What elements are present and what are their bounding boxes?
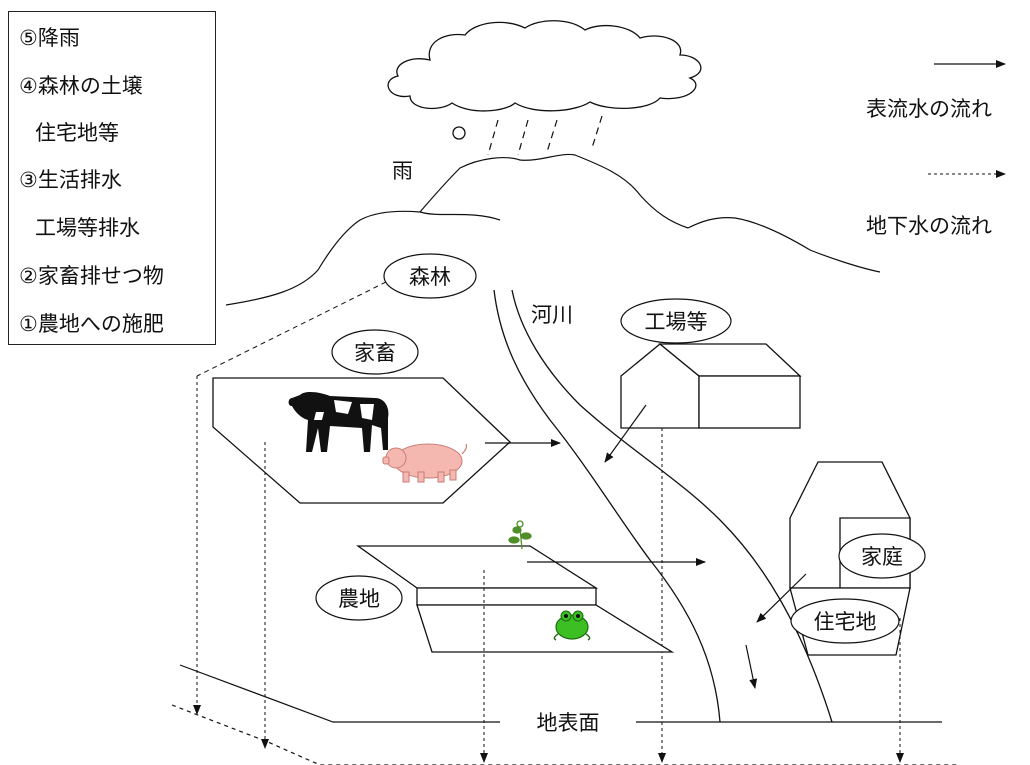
svg-text:森林: 森林	[409, 265, 451, 289]
rain-label: 雨	[392, 159, 413, 183]
svg-text:農地: 農地	[338, 587, 380, 611]
factory-building	[620, 343, 802, 429]
legend-item-fertilizer: ①農地への施肥	[19, 312, 164, 336]
legend-item-residential: 住宅地等	[35, 121, 119, 145]
river-label: 河川	[531, 303, 573, 327]
livestock-label: 家畜	[331, 329, 419, 375]
rain-streaks	[487, 115, 603, 156]
plant-icon	[508, 520, 532, 550]
svg-text:家畜: 家畜	[354, 341, 396, 365]
frog-icon	[553, 610, 591, 641]
ground-surface-label: 地表面	[537, 711, 600, 735]
cloud-icon	[387, 20, 702, 140]
svg-text:住宅地: 住宅地	[814, 610, 877, 634]
surface-flow-key-label: 表流水の流れ	[866, 97, 992, 121]
household-label: 家庭	[838, 533, 926, 579]
legend-item-domestic-wastewater: ③生活排水	[19, 168, 122, 192]
farmland-plot	[355, 545, 675, 653]
livestock-area	[212, 377, 511, 504]
groundwater-flow-key-label: 地下水の流れ	[866, 214, 992, 238]
legend-item-factory-wastewater: 工場等排水	[35, 216, 140, 240]
legend-box: ⑤降雨 ④森林の土壌 住宅地等 ③生活排水 工場等排水 ②家畜排せつ物 ①農地へ…	[8, 11, 216, 345]
svg-text:工場等: 工場等	[645, 310, 708, 334]
residential-label: 住宅地	[790, 598, 900, 644]
mountains	[225, 153, 881, 306]
ground-surface	[171, 664, 960, 765]
factory-label: 工場等	[620, 298, 732, 344]
river	[493, 289, 833, 723]
svg-text:家庭: 家庭	[861, 545, 903, 569]
farmland-label: 農地	[315, 575, 403, 621]
cow-icon	[288, 392, 389, 452]
legend-item-forest-soil: ④森林の土壌	[19, 74, 143, 98]
legend-item-rainfall: ⑤降雨	[19, 26, 80, 50]
legend-item-livestock-waste: ②家畜排せつ物	[19, 264, 164, 288]
forest-label: 森林	[383, 253, 477, 299]
pig-icon	[382, 443, 468, 483]
